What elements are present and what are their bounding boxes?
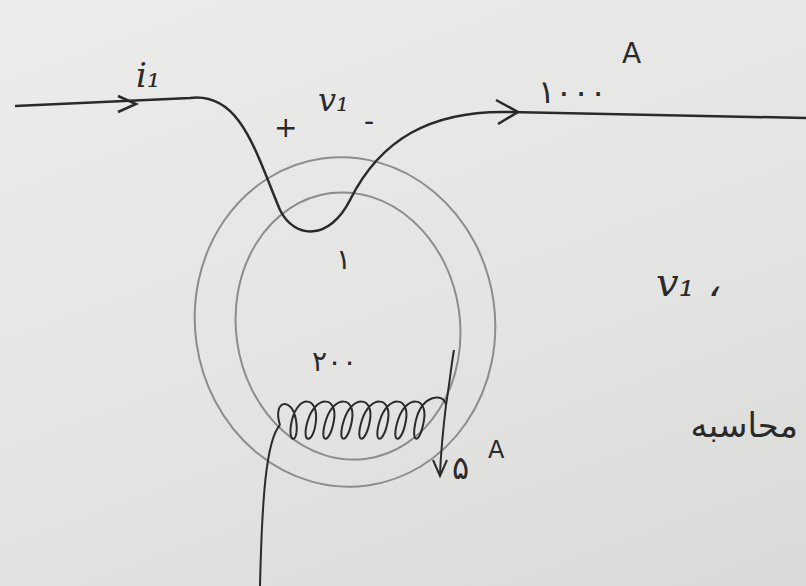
- arrow-head: [496, 100, 518, 124]
- arrow-head: [433, 460, 447, 476]
- unit-label: A: [488, 438, 504, 462]
- note-text: محاسبه: [691, 408, 799, 442]
- unit-label: A: [622, 40, 641, 68]
- arrow-head: [118, 96, 136, 112]
- current-label: i₁: [136, 58, 161, 92]
- polarity-mark: -: [364, 108, 374, 136]
- secondary-lead: [440, 350, 454, 474]
- core-outer: [173, 138, 516, 507]
- note-text: v₁ ،: [656, 262, 720, 302]
- polarity-mark: +: [274, 114, 297, 142]
- current-value: ۵: [452, 452, 469, 484]
- secondary-coil: [278, 397, 446, 438]
- primary-wire: [15, 98, 806, 232]
- voltage-label: v₁: [318, 84, 349, 116]
- core-inner: [218, 178, 477, 475]
- turns-count: ۲۰۰: [312, 348, 357, 376]
- secondary-lead: [260, 425, 280, 586]
- current-value: ۱۰۰۰: [538, 76, 607, 108]
- turns-count: ۱: [336, 246, 351, 274]
